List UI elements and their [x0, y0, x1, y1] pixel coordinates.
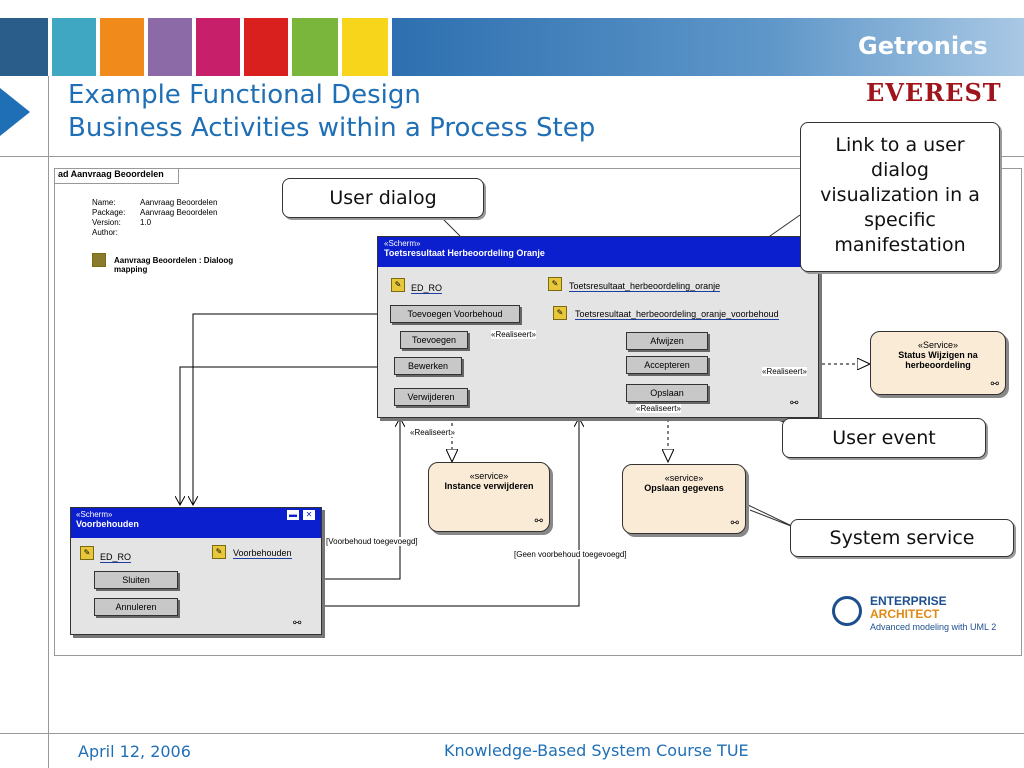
link2-icon: ✎	[553, 306, 567, 320]
slide-arrow-icon	[0, 88, 30, 136]
header-bar-6	[244, 18, 288, 76]
everest-logo: EVEREST	[866, 78, 1002, 107]
ea-logo-line2: ARCHITECT	[870, 607, 940, 621]
link-voorbehouden[interactable]: Voorbehouden	[233, 548, 292, 559]
meta-version-value: 1.0	[140, 218, 152, 227]
horizontal-rule	[0, 156, 1024, 157]
ea-logo-icon	[832, 596, 862, 626]
header-bar-2	[52, 18, 96, 76]
vertical-rule	[48, 76, 49, 768]
meta-version-key: Version:	[92, 218, 121, 227]
opslaan-button[interactable]: Opslaan	[626, 384, 708, 402]
callout-system-service: System service	[790, 519, 1014, 557]
footer-course: Knowledge-Based System Course TUE	[444, 741, 749, 760]
close-icon[interactable]: ✕	[303, 510, 315, 520]
header-bar-7	[292, 18, 338, 76]
service-opslaan-link-icon: ⚯	[730, 518, 739, 529]
guard-voorbehoud-toegevoegd: [Voorbehoud toegevoegd]	[326, 537, 418, 546]
meta-block: Name: Aanvraag Beoordelen Package: Aanvraa…	[92, 198, 217, 238]
service-instance-verwijderen: «service» Instance verwijderen ⚯	[428, 462, 550, 532]
service-status-link-icon: ⚯	[990, 379, 999, 390]
link-toetsresultaat-oranje[interactable]: Toetsresultaat_herbeoordeling_oranje	[569, 281, 721, 292]
screen-voorbehouden: «Scherm» Voorbehouden ▬ ✕	[70, 507, 322, 635]
footer-rule	[0, 733, 1024, 734]
bewerken-button[interactable]: Bewerken	[394, 357, 462, 375]
mapping-label: Aanvraag Beoordelen : Dialoog mapping	[114, 256, 234, 274]
service-opslaan-stereotype: «service»	[664, 473, 704, 483]
service-opslaan-name: Opslaan gegevens	[644, 483, 724, 493]
voorbehouden-link-icon: ✎	[212, 545, 226, 559]
link-toetsresultaat-voorbehoud[interactable]: Toetsresultaat_herbeoordeling_oranje_voo…	[575, 309, 779, 320]
annuleren-button[interactable]: Annuleren	[94, 598, 178, 616]
minimize-icon[interactable]: ▬	[287, 510, 299, 520]
ea-logo-line1: ENTERPRISE	[870, 594, 947, 608]
meta-author-key: Author:	[92, 228, 118, 237]
meta-name-key: Name:	[92, 198, 116, 207]
meta-name-value: Aanvraag Beoordelen	[140, 198, 218, 207]
callout-user-dialog: User dialog	[282, 178, 484, 218]
meta-package-key: Package:	[92, 208, 126, 217]
guard-geen-voorbehoud: [Geen voorbehoud toegevoegd]	[514, 550, 627, 559]
header-bar-3	[100, 18, 144, 76]
service-opslaan-gegevens: «service» Opslaan gegevens ⚯	[622, 464, 746, 534]
toevoegen-voorbehoud-button[interactable]: Toevoegen Voorbehoud	[390, 305, 520, 323]
service-instance-link-icon: ⚯	[534, 516, 543, 527]
link-ed-ro-voorbehouden[interactable]: ED_RO	[100, 552, 132, 563]
slide-title-line1: Example Functional Design	[68, 80, 421, 110]
service-status-stereotype: «Service»	[917, 340, 959, 350]
screen-voorbehouden-stereotype: «Scherm»	[76, 510, 113, 519]
label-realiseert-2: «Realiseert»	[762, 367, 807, 376]
toevoegen-button[interactable]: Toevoegen	[400, 331, 468, 349]
service-instance-name: Instance verwijderen	[444, 481, 534, 491]
callout-pointer-user-dialog	[439, 215, 461, 237]
getronics-logo: Getronics	[858, 32, 988, 60]
ea-logo: ENTERPRISE ARCHITECT Advanced modeling w…	[828, 590, 1008, 640]
header-bar-1	[0, 18, 48, 76]
service-status-wijzigen: «Service» Status Wijzigen na herbeoordel…	[870, 331, 1006, 395]
callout-link-dialog: Link to a user dialog visualization in a…	[800, 122, 1000, 272]
label-realiseert-4: «Realiseert»	[410, 428, 455, 437]
screen-voorbehouden-title: Voorbehouden	[76, 519, 139, 529]
main-screen-link-icon: ⚯	[790, 398, 799, 409]
mapping-icon	[92, 253, 106, 267]
header-bar-9	[392, 18, 1024, 76]
sluiten-button[interactable]: Sluiten	[94, 571, 178, 589]
callout-user-event: User event	[782, 418, 986, 458]
meta-package-value: Aanvraag Beoordelen	[140, 208, 218, 217]
header-bar-4	[148, 18, 192, 76]
callout-pointer-system-service	[747, 504, 797, 529]
flow-to-voorbehouden	[193, 313, 390, 505]
flow-bewerken	[180, 366, 394, 505]
ea-logo-line3: Advanced modeling with UML 2	[870, 622, 997, 632]
service-status-name: Status Wijzigen na herbeoordeling	[898, 350, 978, 370]
screen-toetsresultaat-header: «Scherm» Toetsresultaat Herbeoordeling O…	[378, 237, 818, 267]
link-ed-ro-main[interactable]: ED_RO	[411, 283, 443, 294]
screen-toetsresultaat-title: Toetsresultaat Herbeoordeling Oranje	[384, 248, 545, 258]
ed-ro-icon: ✎	[391, 278, 405, 292]
slide-title-line2: Business Activities within a Process Ste…	[68, 113, 596, 143]
verwijderen-button[interactable]: Verwijderen	[394, 388, 468, 406]
label-realiseert-1: «Realiseert»	[491, 330, 536, 339]
accepteren-button[interactable]: Accepteren	[626, 356, 708, 374]
service-instance-stereotype: «service»	[469, 471, 509, 481]
voorbehouden-ed-ro-icon: ✎	[80, 546, 94, 560]
footer-date: April 12, 2006	[78, 742, 191, 761]
voorbehouden-screen-link-icon: ⚯	[293, 618, 302, 629]
label-realiseert-3: «Realiseert»	[636, 404, 681, 413]
header-bar-5	[196, 18, 240, 76]
screen-voorbehouden-header: «Scherm» Voorbehouden ▬ ✕	[71, 508, 321, 538]
screen-toetsresultaat: «Scherm» Toetsresultaat Herbeoordeling O…	[377, 236, 819, 418]
afwijzen-button[interactable]: Afwijzen	[626, 332, 708, 350]
link1-icon: ✎	[548, 277, 562, 291]
screen-toetsresultaat-stereotype: «Scherm»	[384, 239, 421, 248]
header-bar-8	[342, 18, 388, 76]
diagram-tab: ad Aanvraag Beoordelen	[54, 168, 179, 184]
